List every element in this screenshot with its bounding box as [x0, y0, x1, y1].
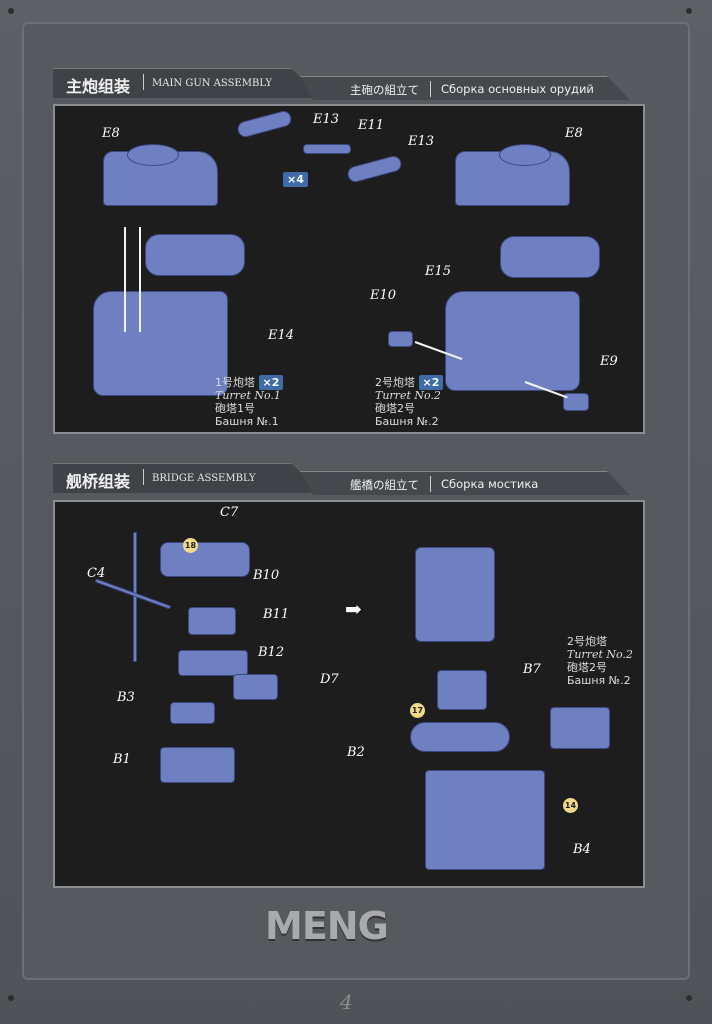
step-number-badge: 18 — [183, 538, 198, 553]
part-b11 — [188, 607, 236, 635]
turret-cn: 2号炮塔 — [567, 635, 607, 648]
turret-jp: 砲塔2号 — [567, 661, 607, 674]
section-title-cn: 舰桥组装 — [66, 472, 131, 491]
divider — [143, 469, 144, 485]
turret-1-caption: 1号炮塔 ×2 Turret No.1 砲塔1号 Башня №.1 — [215, 375, 284, 428]
section-header-bar-secondary — [300, 76, 630, 100]
section-header-bar-secondary — [300, 471, 630, 495]
part-label: B4 — [573, 842, 591, 857]
part-label: E13 — [313, 112, 340, 127]
part-label: D7 — [320, 672, 339, 687]
step-number-badge: 17 — [410, 703, 425, 718]
part-label: B12 — [258, 645, 285, 660]
part-e15 — [445, 291, 580, 391]
part-e8-ring — [499, 144, 551, 166]
page-number: 4 — [340, 990, 353, 1014]
section-title-jp: 艦橋の組立て — [350, 478, 419, 492]
part-gun-barrels — [500, 236, 600, 278]
rivet — [8, 8, 14, 14]
step-arrow-icon: ➡ — [345, 597, 362, 621]
section-title-en: Bridge Assembly — [152, 473, 256, 484]
turret-jp: 砲塔2号 — [375, 402, 415, 415]
part-e8-ring — [127, 144, 179, 166]
part-label: B3 — [117, 690, 135, 705]
rivet — [8, 995, 14, 1001]
turret-en: Turret No.1 — [215, 389, 281, 402]
main-gun-assembly-panel: E8 E13 E11 E13 ×4 E8 E14 E15 E10 E9 1号炮塔… — [53, 104, 645, 434]
rivet — [686, 995, 692, 1001]
quantity-badge: ×2 — [418, 375, 444, 390]
section-title-ru: Сборка мостика — [441, 477, 539, 491]
divider — [430, 476, 431, 492]
section-title-cn: 主炮组装 — [66, 77, 131, 96]
part-d7 — [233, 674, 278, 700]
section-header-bar — [53, 68, 323, 98]
divider — [143, 74, 144, 90]
part-e11 — [303, 144, 351, 154]
section-title-en: Main Gun Assembly — [152, 78, 272, 89]
part-label: E9 — [600, 354, 618, 369]
part-b3 — [170, 702, 215, 724]
part-e9 — [563, 393, 589, 411]
section-title-ru: Сборка основных орудий — [441, 82, 594, 96]
turret-en: Turret No.2 — [375, 389, 441, 402]
part-label: E8 — [565, 126, 583, 141]
part-label: E10 — [370, 288, 397, 303]
part-bridge-subassembly — [415, 547, 495, 642]
part-label: E15 — [425, 264, 452, 279]
part-label: B2 — [347, 745, 365, 760]
part-b12 — [178, 650, 248, 676]
part-label: E13 — [408, 134, 435, 149]
part-label: C7 — [220, 505, 239, 520]
part-b7 — [437, 670, 487, 710]
turret-2-caption: 2号炮塔 Turret No.2 砲塔2号 Башня №.2 — [567, 635, 633, 687]
turret-ru: Башня №.2 — [375, 415, 439, 428]
part-turret-2 — [550, 707, 610, 749]
rivet — [686, 8, 692, 14]
divider — [430, 81, 431, 97]
section-title-jp: 主砲の組立て — [350, 83, 419, 97]
part-b1 — [160, 747, 235, 783]
part-label: B11 — [263, 607, 290, 622]
turret-cn: 2号炮塔 — [375, 376, 415, 389]
meng-logo: MENG — [265, 904, 389, 948]
quantity-badge: ×2 — [258, 375, 284, 390]
part-e14 — [93, 291, 228, 396]
part-e13 — [235, 109, 294, 139]
turret-en: Turret No.2 — [567, 648, 633, 661]
part-label: E11 — [358, 118, 385, 133]
turret-ru: Башня №.1 — [215, 415, 279, 428]
turret-2-caption: 2号炮塔 ×2 Turret No.2 砲塔2号 Башня №.2 — [375, 375, 444, 428]
part-b2 — [410, 722, 510, 752]
assembly-arrow — [124, 227, 126, 332]
part-e10 — [388, 331, 413, 347]
part-label: B7 — [523, 662, 541, 677]
section-header-bar — [53, 463, 323, 493]
part-label: E8 — [102, 126, 120, 141]
part-label: C4 — [87, 566, 106, 581]
part-gun-barrels — [145, 234, 245, 276]
part-label: E14 — [268, 328, 295, 343]
part-e13 — [345, 154, 404, 184]
step-number-badge: 14 — [563, 798, 578, 813]
bridge-assembly-panel: ➡ C7 C4 B10 B11 B12 D7 B3 B1 B7 B2 B4 18… — [53, 500, 645, 888]
turret-ru: Башня №.2 — [567, 674, 631, 687]
quantity-badge: ×4 — [283, 172, 308, 187]
assembly-arrow — [139, 227, 141, 332]
turret-jp: 砲塔1号 — [215, 402, 255, 415]
part-label: B10 — [253, 568, 280, 583]
turret-cn: 1号炮塔 — [215, 376, 255, 389]
part-b10 — [160, 542, 250, 577]
part-b4 — [425, 770, 545, 870]
part-label: B1 — [113, 752, 131, 767]
